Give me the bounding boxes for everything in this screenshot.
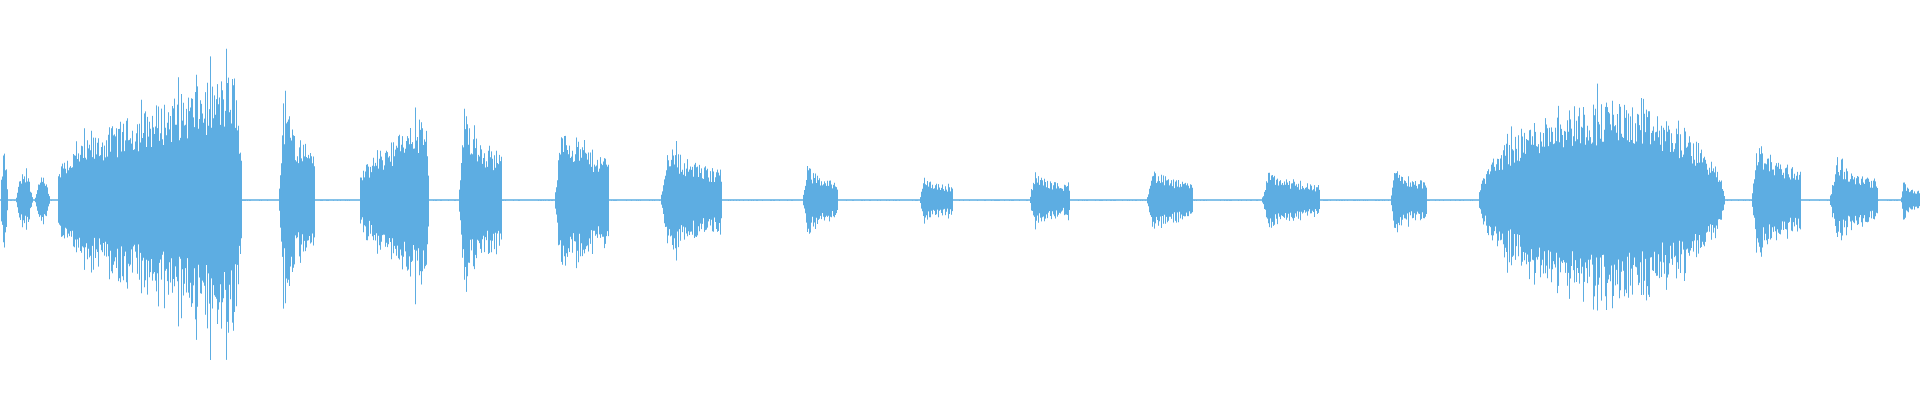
waveform-trace (0, 48, 1920, 360)
